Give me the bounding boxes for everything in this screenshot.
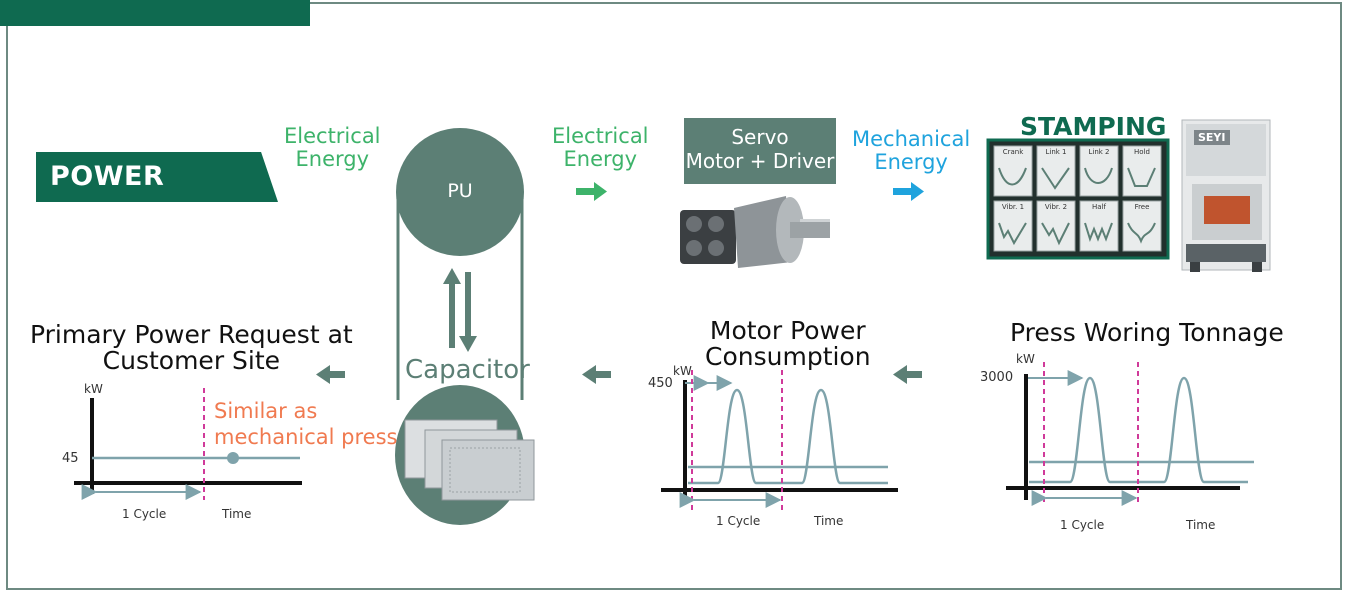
press-tonnage-heading: Press Woring Tonnage — [1010, 318, 1284, 347]
capacitor-label: Capacitor — [405, 355, 530, 385]
mode-cell-label: Half — [1092, 203, 1106, 211]
press-brand-logo: SEYI — [1194, 130, 1230, 145]
mode-cell-label: Crank — [1002, 148, 1024, 156]
mode-curve-icon — [1084, 222, 1113, 242]
stamping-title: STAMPING — [1020, 112, 1167, 141]
electrical-energy-label-2: Electrical Energy — [552, 124, 649, 171]
primary-cycle-label: 1 Cycle — [122, 507, 167, 521]
primary-y-value: 45 — [62, 451, 79, 466]
mode-curve-icon — [998, 222, 1027, 246]
motor-time-label: Time — [814, 514, 844, 528]
mode-curve-icon — [1084, 167, 1113, 184]
mode-cell-label: Link 1 — [1045, 148, 1067, 156]
mode-curve-icon — [1127, 222, 1156, 244]
pu-circle — [396, 128, 524, 256]
mode-cell-label: Vibr. 1 — [1001, 203, 1025, 211]
press-time-label: Time — [1186, 518, 1216, 532]
primary-y-unit: kW — [84, 382, 103, 396]
capacitor-image — [404, 419, 535, 501]
mode-curve-icon — [1041, 167, 1070, 190]
mode-curve-icon — [1041, 222, 1070, 246]
left-arrow-icon — [893, 365, 922, 384]
similar-note: Similar as mechanical press — [214, 399, 398, 449]
mode-cell-label: Vibr. 2 — [1044, 203, 1068, 211]
motor-power-graph — [661, 370, 898, 512]
right-arrow-icon — [893, 182, 924, 201]
right-arrow-icon — [576, 182, 607, 201]
left-arrow-icon — [582, 365, 611, 384]
up-down-arrows-icon — [443, 268, 477, 352]
motor-cycle-label: 1 Cycle — [716, 514, 761, 528]
press-tonnage-graph — [1006, 362, 1254, 506]
servo-label-box: Servo Motor + Driver — [684, 118, 836, 184]
primary-time-label: Time — [222, 507, 252, 521]
primary-power-graph — [74, 388, 302, 500]
mode-curve-icon — [998, 167, 1027, 186]
mode-curve-icon — [1127, 167, 1156, 187]
power-source-banner: POWER SOURCE — [36, 152, 278, 202]
electrical-energy-label-1: Electrical Energy — [284, 124, 381, 171]
corner-tab — [0, 0, 310, 26]
motor-y-unit: kW — [673, 364, 692, 378]
diagram-frame — [6, 2, 1342, 590]
pu-label: PU — [447, 180, 473, 202]
press-cycle-label: 1 Cycle — [1060, 518, 1105, 532]
motor-y-value: 450 — [648, 376, 673, 391]
press-y-value: 3000 — [980, 370, 1014, 385]
press-y-unit: kW — [1016, 352, 1035, 366]
press-machine-image — [1181, 119, 1271, 272]
mode-cell-label: Link 2 — [1088, 148, 1110, 156]
mode-cell-label: Free — [1134, 203, 1150, 211]
primary-power-heading: Primary Power Request at Customer Site — [30, 320, 353, 375]
left-arrow-icon — [316, 365, 345, 384]
servo-motor-image — [680, 184, 836, 274]
mechanical-energy-label: Mechanical Energy — [852, 127, 971, 174]
motor-power-heading: Motor Power Consumption — [705, 316, 871, 371]
mode-cell-label: Hold — [1134, 148, 1150, 156]
